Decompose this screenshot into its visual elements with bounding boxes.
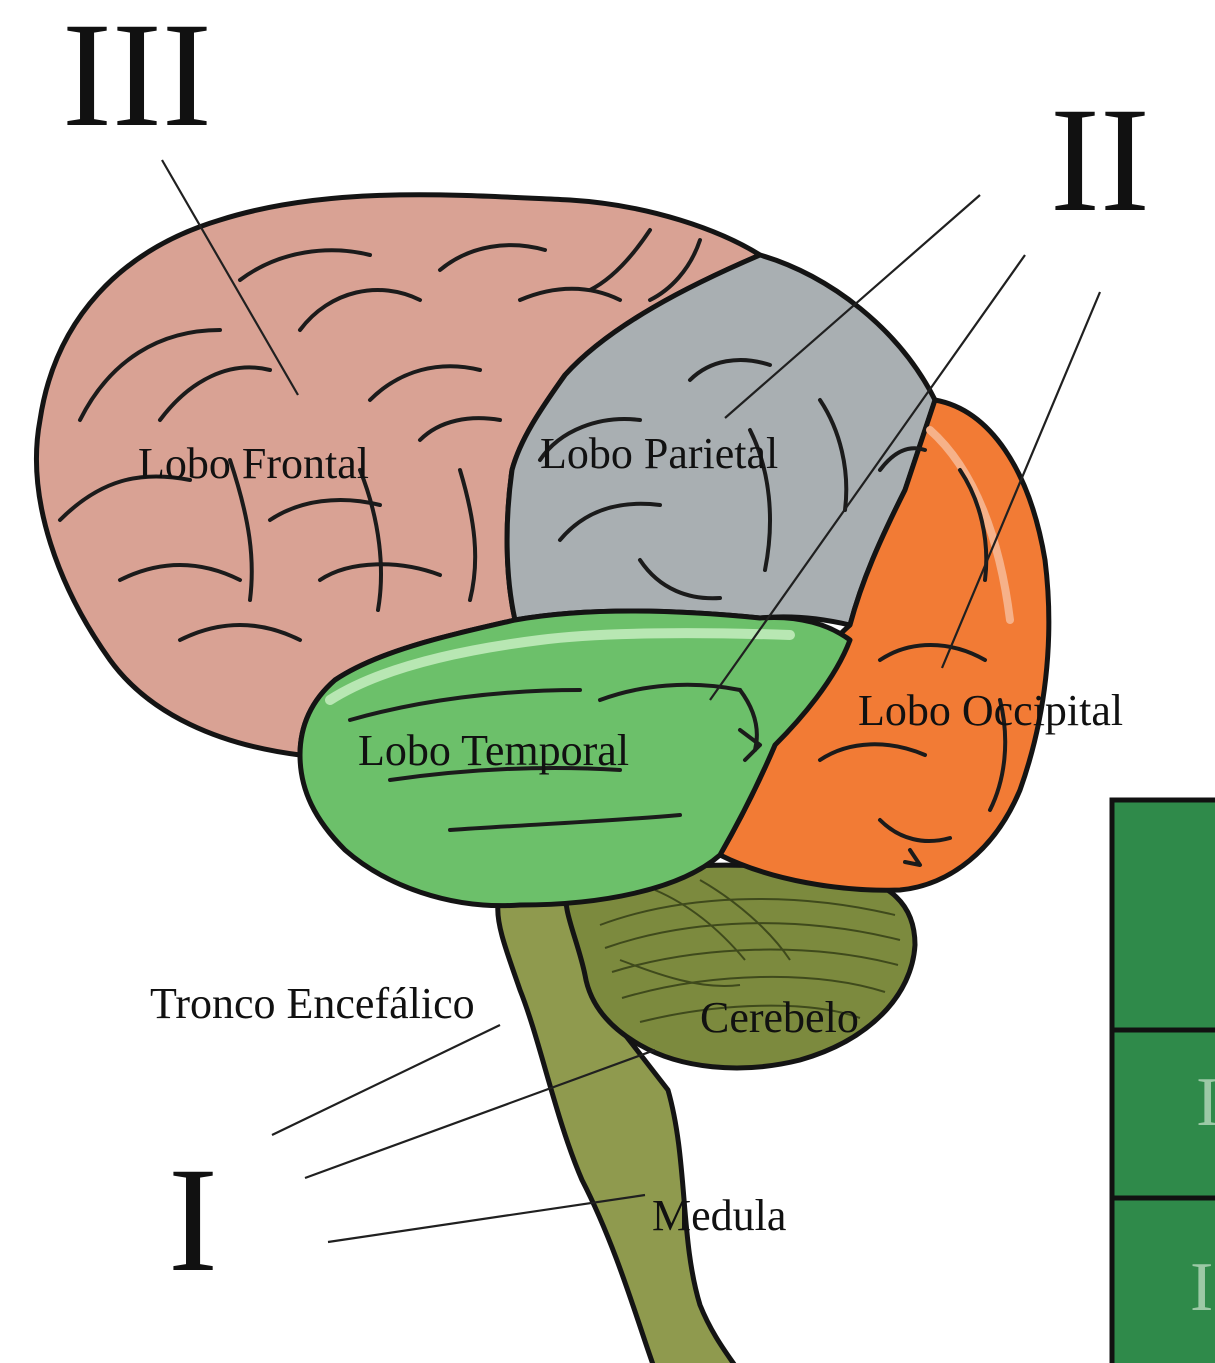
label-frontal-lobe: Lobo Frontal: [138, 439, 369, 488]
label-medulla: Medula: [652, 1191, 786, 1240]
label-parietal-lobe: Lobo Parietal: [540, 429, 778, 478]
numeral-three: III: [62, 0, 212, 158]
table-row-3-text: I: [1190, 1249, 1213, 1326]
label-occipital-lobe: Lobo Occipital: [858, 686, 1123, 735]
table-row-1: [1112, 800, 1215, 1030]
side-table: I I: [1112, 800, 1215, 1363]
label-temporal-lobe: Lobo Temporal: [358, 726, 629, 775]
label-brainstem: Tronco Encefálico: [150, 979, 475, 1028]
label-cerebellum: Cerebelo: [700, 993, 859, 1042]
table-row-2-text: I: [1196, 1064, 1215, 1141]
numeral-one: I: [168, 1137, 218, 1303]
numeral-two: II: [1050, 77, 1150, 243]
